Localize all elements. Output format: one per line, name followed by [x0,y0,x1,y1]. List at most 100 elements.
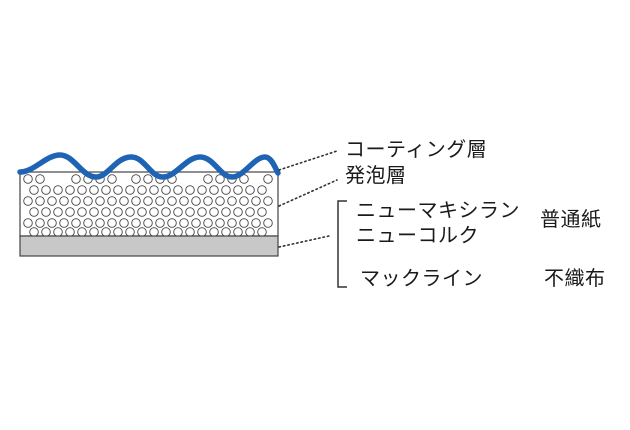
foam-bubble [227,218,237,228]
foam-bubble [167,196,177,206]
foam-bubble [23,218,33,228]
product-new-maxilan-label: ニューマキシラン [356,198,520,222]
foam-bubble [125,227,135,237]
foam-bubble [107,196,117,206]
foam-bubble [233,207,243,217]
foam-bubble [167,218,177,228]
foam-bubble [257,207,267,217]
foam-bubble [107,218,117,228]
foam-bubble [101,227,111,237]
foam-bubble [233,185,243,195]
foam-bubble [143,196,153,206]
foam-bubble [53,207,63,217]
foam-bubble [209,227,219,237]
foam-bubble [221,207,231,217]
foam-bubble [179,218,189,228]
foam-bubble [143,174,153,184]
foam-bubble [215,218,225,228]
foam-bubble [41,185,51,195]
foam-bubble [125,185,135,195]
foam-bubble [119,218,129,228]
foam-bubble [65,185,75,195]
foam-bubble [113,227,123,237]
foam-bubbles [23,174,273,237]
foam-bubble [233,227,243,237]
foam-bubble [47,196,57,206]
foam-bubble [143,218,153,228]
foam-bubble [137,185,147,195]
foam-bubble [197,207,207,217]
foam-bubble [251,196,261,206]
foam-bubble [257,185,267,195]
foam-bubble [53,185,63,195]
base-options-bracket [337,200,347,288]
foam-bubble [29,207,39,217]
foam-bubble [23,196,33,206]
foam-bubble [185,185,195,195]
foam-bubble [221,185,231,195]
coating-layer [17,152,281,180]
foam-bubble [125,207,135,217]
foam-bubble [239,196,249,206]
foam-bubble [77,185,87,195]
foam-bubble [23,174,33,184]
foam-bubble [173,207,183,217]
foam-bubble [149,227,159,237]
foam-bubble [239,218,249,228]
foam-bubble [113,185,123,195]
product-new-cork-label: ニューコルク [356,223,479,247]
foam-bubble [59,218,69,228]
foam-bubble [191,218,201,228]
leader-line-foam [278,179,338,207]
leader-line-base [278,235,330,248]
foam-bubble [191,196,201,206]
foam-bubble [83,196,93,206]
foam-bubble [161,207,171,217]
foam-bubble [197,185,207,195]
foam-bubble [149,185,159,195]
foam-bubble [83,218,93,228]
foam-bubble [161,227,171,237]
foam-bubble [221,227,231,237]
foam-bubble [173,227,183,237]
foam-bubble [251,218,261,228]
foam-bubble [179,196,189,206]
foam-bubble [41,207,51,217]
foam-bubble [245,207,255,217]
foam-bubble [119,196,129,206]
foam-bubble [77,207,87,217]
foam-bubble [35,218,45,228]
foam-bubble [65,207,75,217]
foam-bubble [161,185,171,195]
foam-bubble [245,185,255,195]
foam-bubble [29,227,39,237]
foam-bubble [107,174,117,184]
foam-bubble [185,207,195,217]
foam-bubble [131,174,141,184]
foam-bubble [95,196,105,206]
coating-layer-label: コーティング層 [345,137,488,161]
foam-bubble [227,196,237,206]
foam-bubble [95,218,105,228]
foam-bubble [41,227,51,237]
foam-bubble [257,227,267,237]
foam-bubble [131,218,141,228]
foam-bubble [155,196,165,206]
foam-bubble [71,218,81,228]
foam-bubble [35,196,45,206]
foam-bubble [71,174,81,184]
foam-bubble [53,227,63,237]
material-plain-paper-label: 普通紙 [540,207,602,231]
foam-layer-label: 発泡層 [345,163,407,187]
base-layer [19,235,279,257]
foam-bubble [89,185,99,195]
foam-bubble [29,185,39,195]
foam-bubble [101,207,111,217]
material-nonwoven-label: 不織布 [544,266,606,290]
leader-line-coating [278,150,338,171]
foam-bubble [209,185,219,195]
foam-bubble [203,196,213,206]
foam-bubble [263,196,273,206]
foam-bubble [89,227,99,237]
